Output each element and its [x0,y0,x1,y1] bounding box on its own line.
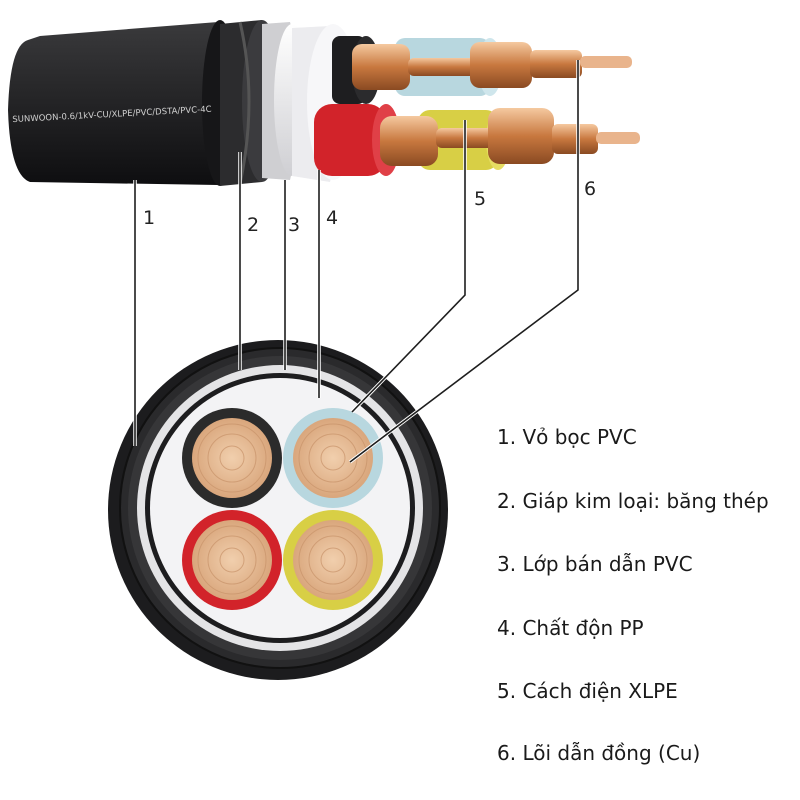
section-core-blue [283,408,383,508]
callout-5: 5 [474,188,486,210]
core-red-insulation [314,104,386,176]
outer-jacket [8,22,228,185]
copper-strands-bottom [380,108,640,166]
callout-6: 6 [584,178,596,200]
legend-item-3: 3. Lớp bán dẫn PVC [497,552,693,576]
cable-side-view: SUNWOON-0.6/1kV-CU/XLPE/PVC/DSTA/PVC-4C [8,20,640,186]
callout-1: 1 [143,207,155,229]
legend-item-1: 1. Vỏ bọc PVC [497,425,637,449]
section-core-yellow [283,510,383,610]
callout-3: 3 [288,214,300,236]
legend-item-5: 5. Cách điện XLPE [497,679,678,703]
section-core-red [182,510,282,610]
cable-cross-section [108,340,448,680]
callout-4: 4 [326,207,338,229]
legend-item-2: 2. Giáp kim loại: băng thép [497,489,769,513]
copper-strands-top [352,42,632,90]
legend-item-4: 4. Chất độn PP [497,616,644,640]
callout-2: 2 [247,214,259,236]
leader-lines-core [134,60,579,463]
legend-item-6: 6. Lõi dẫn đồng (Cu) [497,741,701,765]
section-core-black [182,408,282,508]
section-filler [150,378,410,638]
